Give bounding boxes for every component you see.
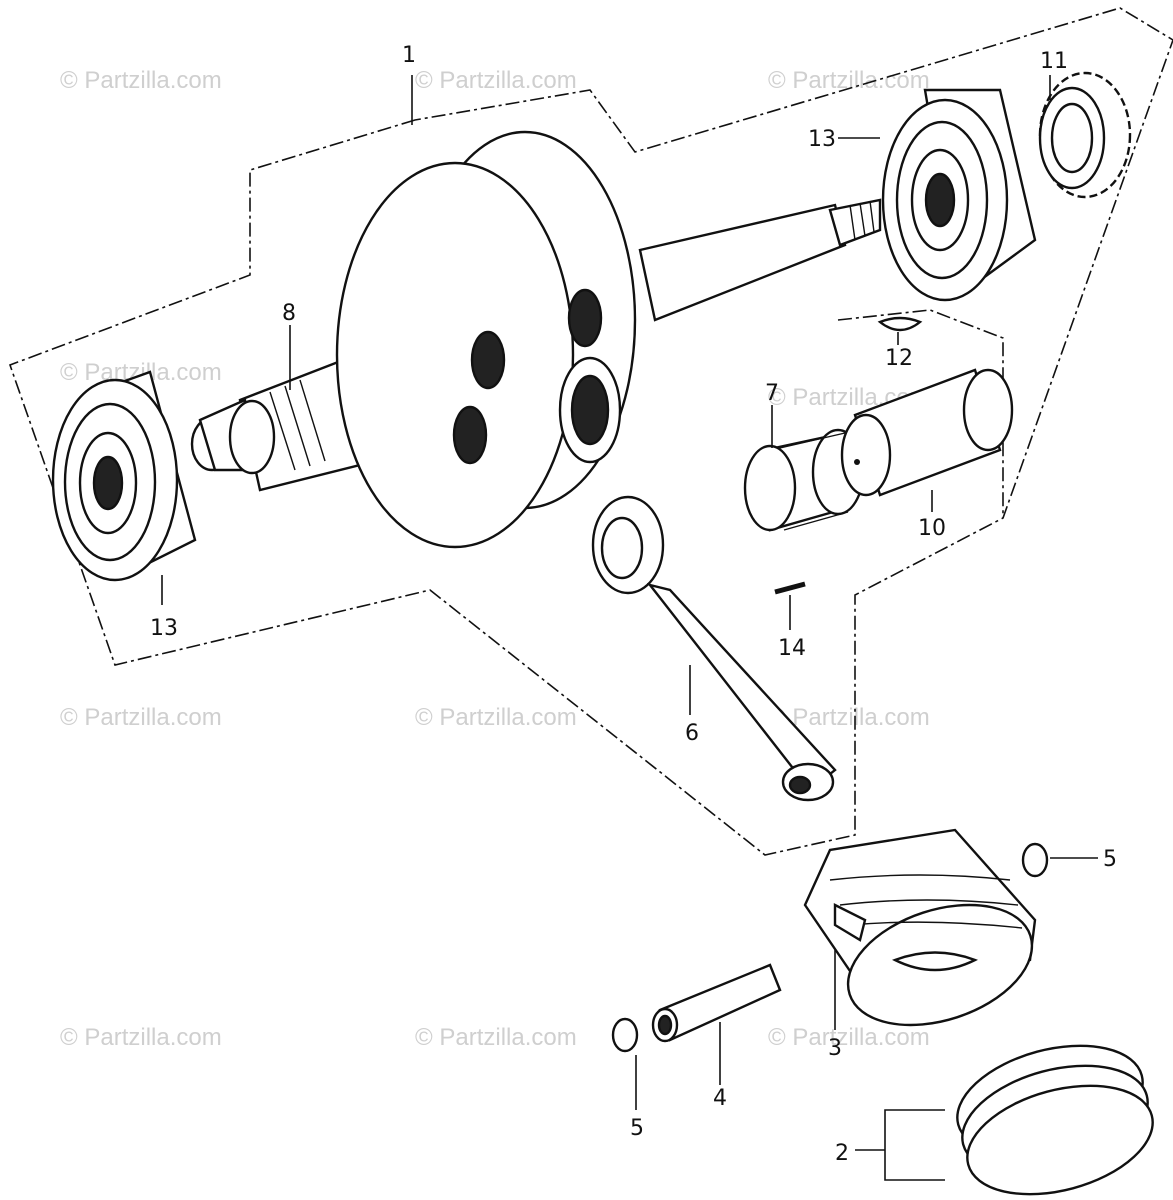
watermark-text: © Partzilla.com [768,1024,930,1051]
woodruff-key [877,316,923,332]
callout-1: 1 [402,43,416,68]
piston-pin-clip-right [1021,842,1049,878]
callout-6: 6 [685,721,699,746]
callout-4: 4 [713,1086,727,1111]
callout-bracket-2 [884,1109,945,1181]
small-pin [774,581,806,595]
connecting-rod [591,495,837,802]
watermark-text: © Partzilla.com [415,1024,577,1051]
callout-12: 12 [885,346,913,371]
piston-pin [651,963,782,1043]
watermark-text: © Partzilla.com [60,1024,222,1051]
crankshaft-flywheels [335,130,637,549]
callout-11: 11 [1040,49,1068,74]
watermark-text: © Partzilla.com [60,67,222,94]
callout-13-right: 13 [808,127,836,152]
callout-14: 14 [778,636,806,661]
callout-5-left: 5 [630,1116,644,1141]
piston-pin-clip-left [611,1017,639,1053]
piston [803,828,1037,1027]
callout-8: 8 [282,301,296,326]
ball-bearing-right [881,88,1037,302]
callout-13-left: 13 [150,616,178,641]
watermark-text: © Partzilla.com [60,704,222,731]
callout-labels: 1 2 3 4 5 5 6 7 8 10 11 12 13 13 14 [150,43,1117,1166]
callout-7: 7 [765,381,779,406]
cam-sprocket [1038,71,1132,199]
crankshaft-assembly-boundary [8,7,1173,856]
callout-2: 2 [835,1141,849,1166]
callout-5-right: 5 [1103,847,1117,872]
watermark-text: © Partzilla.com [415,67,577,94]
watermark-text: © Partzilla.com [768,67,930,94]
piston-rings [956,1044,1154,1196]
crankshaft-right-shaft [638,198,882,322]
crank-pin [840,368,1014,497]
callout-3: 3 [828,1036,842,1061]
callout-10: 10 [918,516,946,541]
watermark-text: © Partzilla.com [415,704,577,731]
ball-bearing-left [51,370,197,582]
